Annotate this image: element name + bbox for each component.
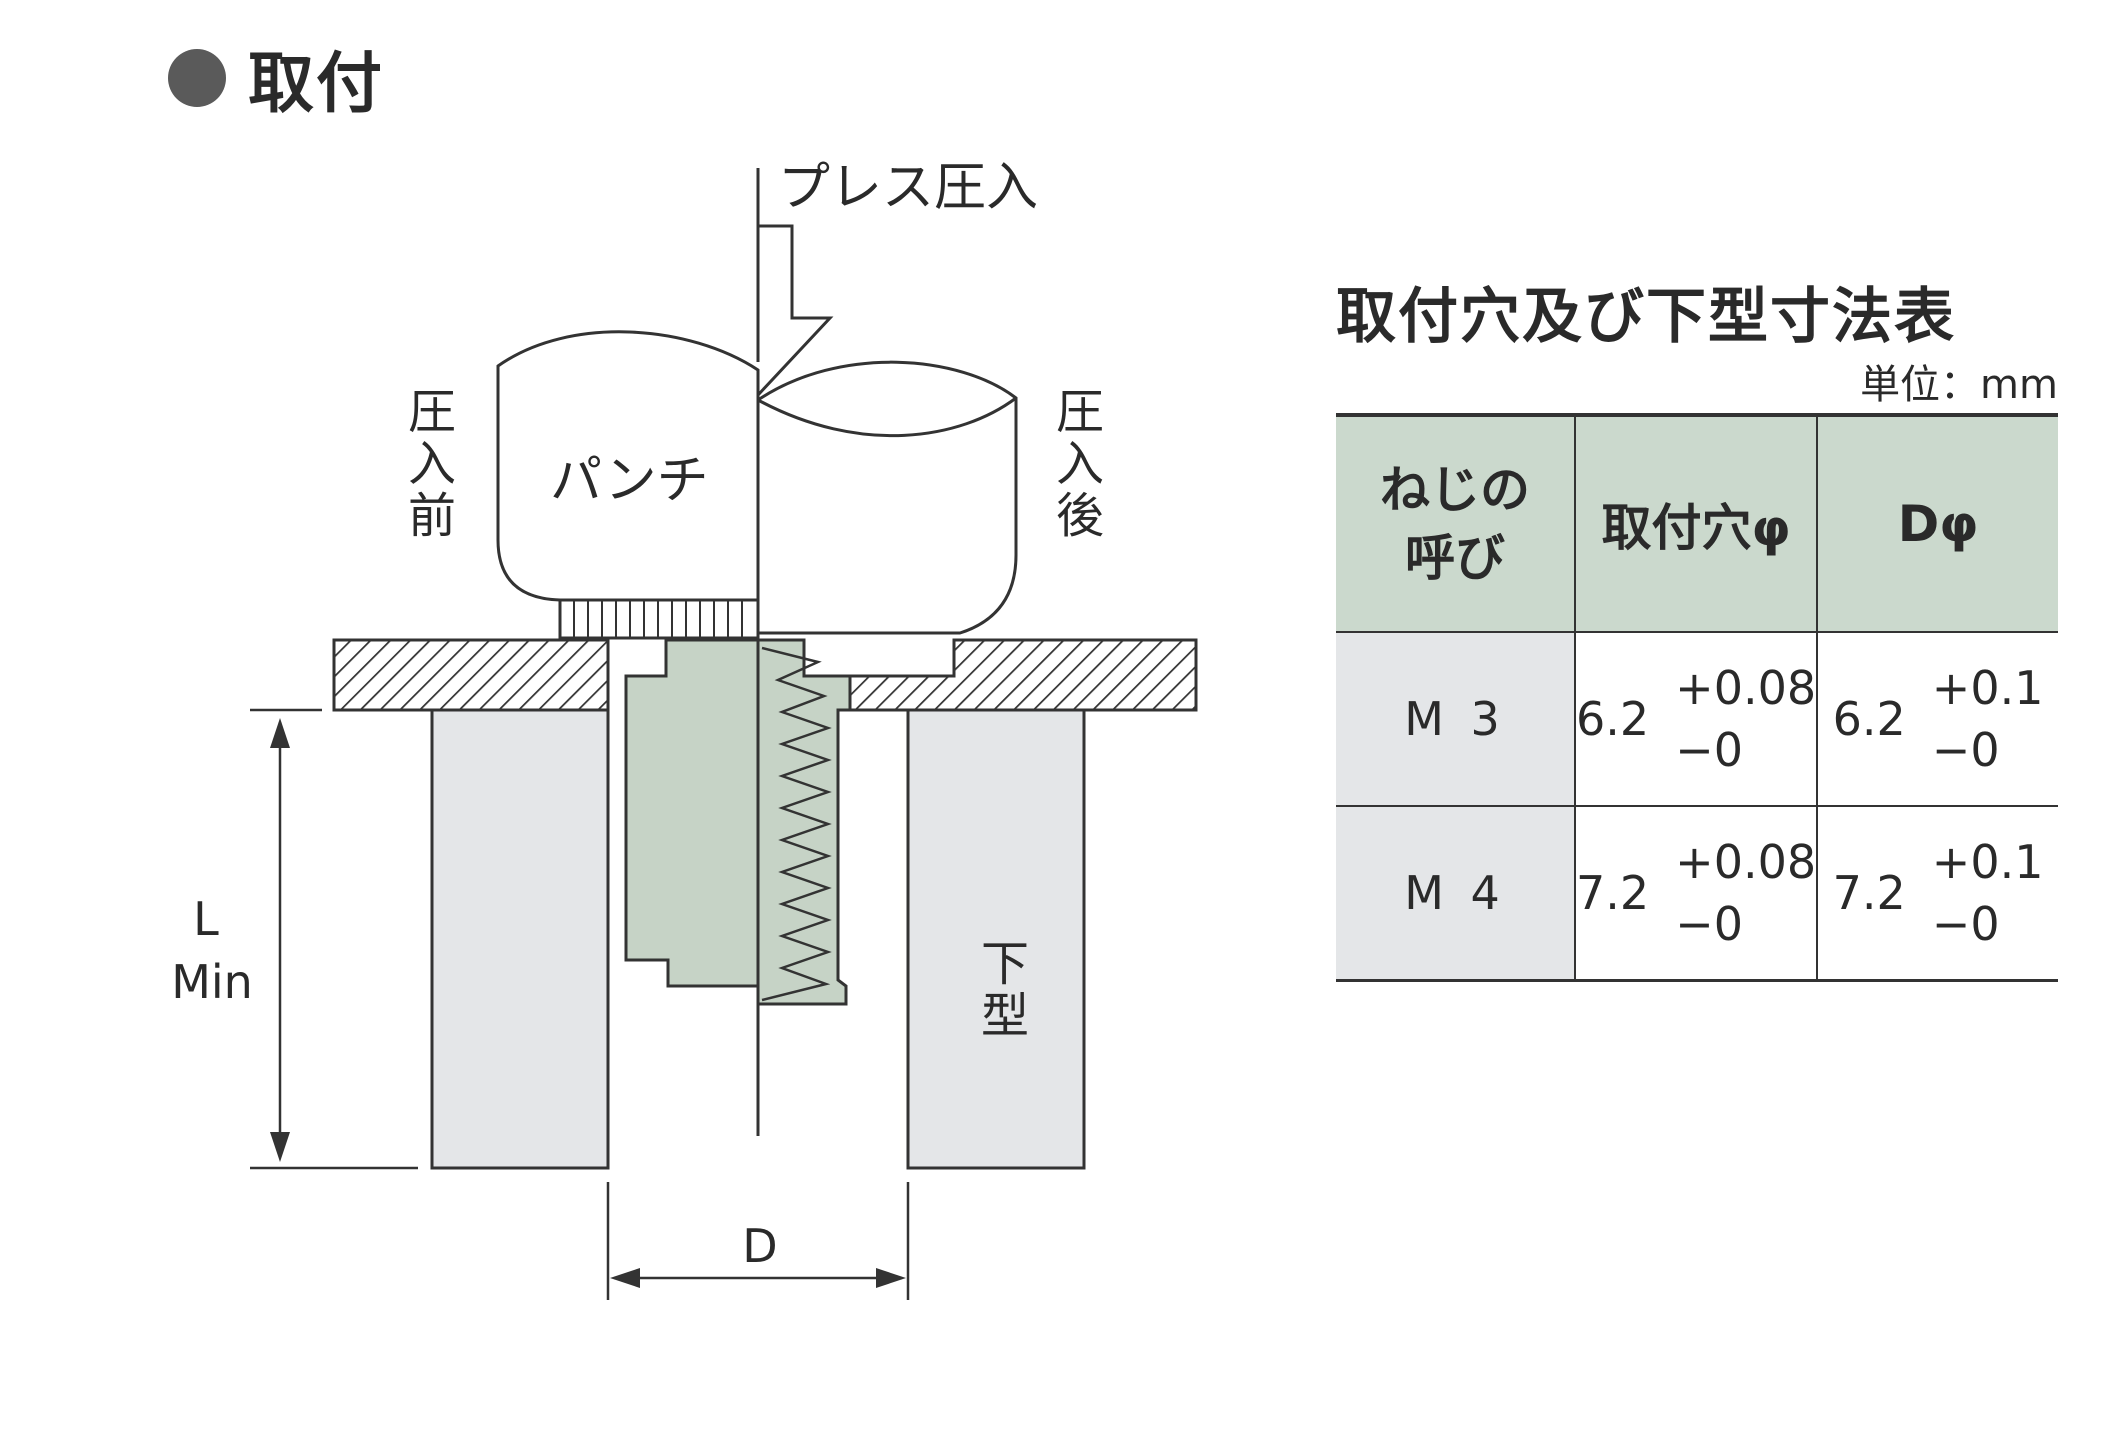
thread-size-cell: M 4 (1336, 805, 1576, 982)
before-label: 圧入前 (408, 384, 456, 544)
d-dia-value: 7.2 (1832, 866, 1906, 920)
hole-dia-value: 7.2 (1576, 866, 1650, 920)
dimension-table: ねじの呼び 取付穴φ Dφ M 3 6.2 +0.08 −0 6.2 +0.1 … (1336, 413, 2058, 982)
nut-before (624, 638, 852, 1006)
header-d-dia: Dφ (1816, 413, 2058, 633)
table-title: 取付穴及び下型寸法表 (1336, 282, 1956, 352)
header-thread-size: ねじの呼び (1336, 413, 1576, 633)
d-tol-minus: −0 (1931, 897, 2000, 951)
die-right (906, 708, 1086, 1170)
hole-tol-plus: +0.08 (1675, 835, 1817, 889)
section-heading: 取付 (168, 30, 384, 126)
nut-thread (761, 646, 832, 1002)
l-label: L (193, 892, 219, 946)
table-row: M 4 7.2 +0.08 −0 7.2 +0.1 −0 (1336, 805, 2058, 982)
header-hole-dia: 取付穴φ (1573, 413, 1819, 633)
punch-before (496, 330, 760, 602)
after-label: 圧入後 (1056, 384, 1104, 544)
d-dia-cell: 7.2 +0.1 −0 (1816, 805, 2058, 982)
thread-size-cell: M 3 (1336, 631, 1576, 807)
punch-after (756, 360, 1018, 635)
d-tol-plus: +0.1 (1931, 661, 2044, 715)
min-label: Min (171, 955, 253, 1009)
sheet-right (848, 638, 1198, 712)
d-tol-plus: +0.1 (1931, 835, 2044, 889)
d-label: D (742, 1219, 777, 1273)
dimension-d (606, 1182, 910, 1300)
hole-tol-minus: −0 (1675, 897, 1743, 951)
die-label: 下型 (981, 936, 1029, 1044)
d-dia-cell: 6.2 +0.1 −0 (1816, 631, 2058, 807)
hole-tol-minus: −0 (1675, 723, 1743, 777)
press-label: プレス圧入 (778, 158, 1038, 218)
hole-tol-plus: +0.08 (1675, 661, 1817, 715)
dimension-l (250, 708, 418, 1170)
die-left (430, 708, 610, 1170)
section-title: 取付 (248, 45, 384, 122)
hole-dia-value: 6.2 (1576, 692, 1650, 746)
header-thread-size-text: ねじの呼び (1380, 461, 1530, 587)
unit-label: 単位：mm (1860, 362, 2058, 408)
knurl (558, 598, 760, 640)
table-row: M 3 6.2 +0.08 −0 6.2 +0.1 −0 (1336, 631, 2058, 807)
d-dia-value: 6.2 (1832, 692, 1906, 746)
d-tol-minus: −0 (1931, 723, 2000, 777)
hole-dia-cell: 6.2 +0.08 −0 (1573, 631, 1819, 807)
press-arrow-icon (756, 224, 834, 397)
hole-dia-cell: 7.2 +0.08 −0 (1573, 805, 1819, 982)
table-header-row: ねじの呼び 取付穴φ Dφ (1336, 413, 2058, 633)
punch-label: パンチ (550, 451, 709, 511)
bullet-icon (168, 49, 226, 107)
sheet-left (332, 638, 610, 712)
